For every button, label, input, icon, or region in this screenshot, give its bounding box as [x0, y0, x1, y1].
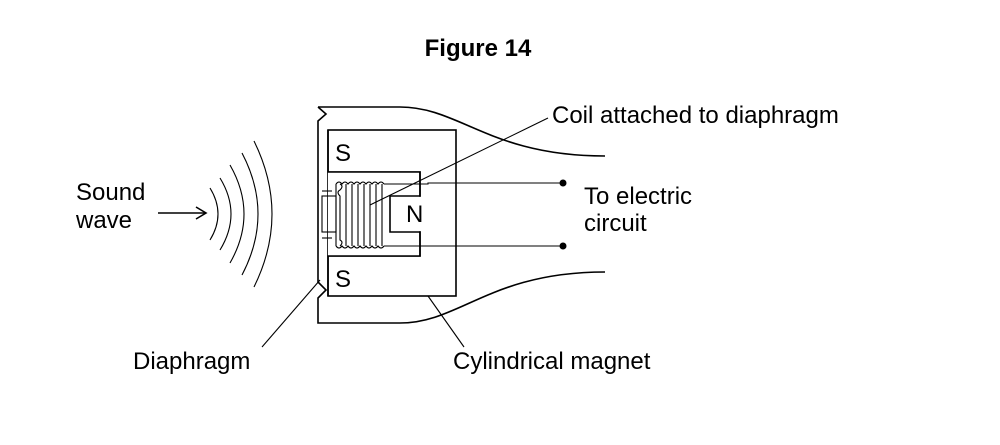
- magnet-label: Cylindrical magnet: [453, 348, 651, 375]
- sound-wave-arrow: [158, 206, 208, 220]
- terminal-bottom: [559, 242, 567, 250]
- sound-wave-label-line2: wave: [75, 207, 132, 234]
- diaphragm-leader-line: [261, 279, 321, 348]
- sound-wave-arcs: [209, 140, 273, 288]
- to-circuit-label-line1: To electric: [584, 183, 692, 210]
- sound-wave-label-line1: Sound: [76, 179, 145, 206]
- to-circuit-label-line2: circuit: [584, 210, 647, 237]
- magnet-leader-line: [427, 295, 465, 348]
- coil-label: Coil attached to diaphragm: [552, 102, 839, 129]
- pole-n: N: [406, 201, 423, 228]
- pole-s-bottom: S: [335, 266, 351, 293]
- diaphragm-label: Diaphragm: [133, 348, 250, 375]
- microphone-housing: [317, 106, 606, 324]
- coil-leader-line: [369, 117, 549, 206]
- terminal-top: [559, 179, 567, 187]
- pole-s-top: S: [335, 140, 351, 167]
- figure-title: Figure 14: [425, 35, 532, 62]
- coil: [321, 181, 385, 249]
- cylindrical-magnet: [327, 129, 457, 297]
- coil-wires: [322, 179, 567, 250]
